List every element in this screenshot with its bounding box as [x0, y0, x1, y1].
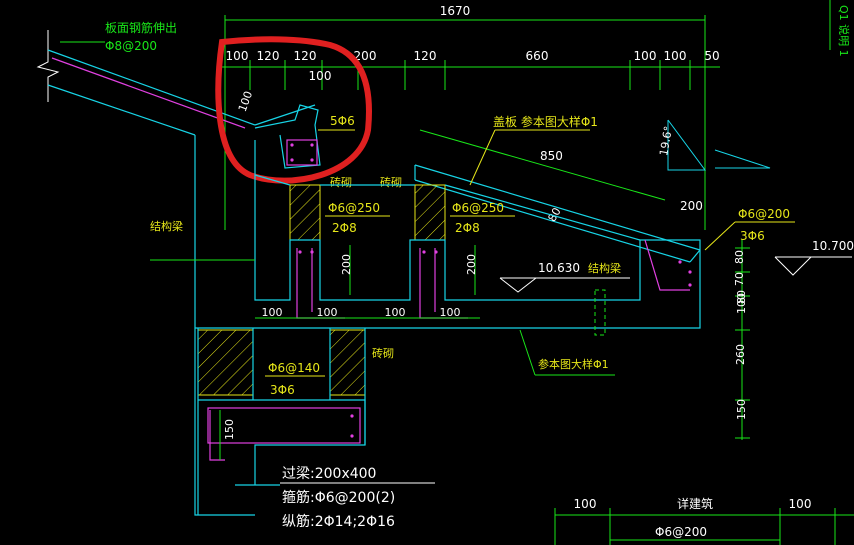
bar-5phi6-label: 5Φ6 [330, 114, 355, 128]
long-bar-spec: 纵筋:2Φ14;2Φ16 [282, 513, 395, 530]
bottom-dim-left: 100 [574, 497, 597, 511]
angle-label: 19.6° [657, 125, 675, 157]
dim-seg-10: 50 [704, 49, 719, 63]
stirrup-leaders [265, 215, 795, 377]
bottom-dims [554, 508, 854, 545]
rdim-3: 80 [735, 290, 748, 304]
bars-d: 3Φ6 [270, 383, 295, 397]
stirrup-b: Φ6@250 [452, 201, 504, 215]
dim-seg-8: 100 [634, 49, 657, 63]
top-dimension-labels: 100 120 120 100 200 120 660 100 100 50 [226, 49, 720, 83]
elev-10700: 10.700 [812, 239, 854, 253]
dim-seg-6: 120 [414, 49, 437, 63]
slope-triangle [667, 119, 771, 171]
h200-a: 200 [340, 254, 353, 275]
elevation-10630 [499, 277, 630, 293]
bottom-stirrup: Φ6@200 [655, 525, 707, 539]
parapet-detail [254, 104, 321, 169]
stirrup-labels: Φ6@250 2Φ8 Φ6@250 2Φ8 Φ6@200 3Φ6 Φ6@140 … [268, 201, 790, 397]
bars-b: 2Φ8 [455, 221, 480, 235]
w100-a: 100 [262, 306, 283, 319]
gutter-structure [195, 140, 701, 515]
bars-c: 3Φ6 [740, 229, 765, 243]
width-dim-labels: 100 100 100 100 [262, 306, 461, 319]
dim-80: 80 [545, 205, 563, 224]
stirrup-a: Φ6@250 [328, 201, 380, 215]
stirrup-d: Φ6@140 [268, 361, 320, 375]
dim-seg-7: 660 [526, 49, 549, 63]
cover-plate [414, 164, 701, 263]
parapet-rebar-cage [286, 139, 318, 166]
dim-100-slope: 100 [236, 89, 255, 113]
stirrup-spec: 箍筋:Φ6@200(2) [282, 489, 395, 506]
bottom-note: 详建筑 [677, 496, 713, 511]
cover-plate-label: 盖板 参本图大样Φ1 [493, 114, 598, 129]
dim-seg-9: 100 [664, 49, 687, 63]
dim-seg-5: 200 [354, 49, 377, 63]
slab-rebar-spec: Φ8@200 [105, 39, 157, 53]
w100-b: 100 [317, 306, 338, 319]
rdim-6: 150 [735, 399, 748, 420]
highlight-circle [215, 36, 372, 184]
brick-walls [197, 184, 446, 396]
lintel-label: 过梁:200x400 [282, 466, 376, 482]
struct-beam-label-left: 结构梁 [150, 219, 183, 233]
h200-b: 200 [465, 254, 478, 275]
slab-rebar-title: 板面钢筋伸出 [105, 20, 177, 35]
cover-leader [469, 129, 496, 186]
rdim-2: 70 [733, 272, 746, 286]
rdim-5: 260 [734, 344, 747, 365]
elevation-10700 [774, 256, 852, 276]
stirrup-c: Φ6@200 [738, 207, 790, 221]
dim-200-right: 200 [680, 199, 703, 213]
gutter-rebar-dots [298, 250, 692, 438]
edge-text: Q1 说明 1 [837, 5, 851, 57]
parapet-rebar-dots [290, 143, 314, 162]
brick-label-3: 砖砌 [372, 346, 394, 360]
ref-detail-leader [519, 329, 536, 376]
left-slab [36, 30, 60, 102]
cover-dim-850-line [419, 129, 666, 201]
right-dim-labels: 80 70 80 100 260 150 [733, 250, 748, 420]
brick-label-2: 砖砌 [380, 175, 402, 189]
dim-seg-1: 100 [226, 49, 249, 63]
slab-top-rebar [51, 57, 246, 129]
w100-c: 100 [385, 306, 406, 319]
height-dims [349, 245, 476, 295]
dim-150-left: 150 [223, 419, 236, 440]
struct-beam-label-mid: 结构梁 [588, 261, 621, 275]
brick-label-1: 砖砌 [330, 175, 352, 189]
ref-detail-label: 参本图大样Φ1 [538, 357, 609, 371]
dim-seg-4: 100 [309, 69, 332, 83]
rdim-4: 100 [735, 293, 748, 314]
bottom-dim-right: 100 [789, 497, 812, 511]
dim-overall: 1670 [440, 4, 471, 18]
elev-10630: 10.630 [538, 261, 580, 275]
dim-seg-3: 120 [294, 49, 317, 63]
rdim-1: 80 [733, 250, 746, 264]
dim-850: 850 [540, 149, 563, 163]
dim-seg-2: 120 [257, 49, 280, 63]
top-dimension-chain [222, 15, 720, 230]
right-dim-chain [735, 240, 750, 440]
bars-a: 2Φ8 [332, 221, 357, 235]
drain-detail [594, 289, 606, 336]
w100-d: 100 [440, 306, 461, 319]
